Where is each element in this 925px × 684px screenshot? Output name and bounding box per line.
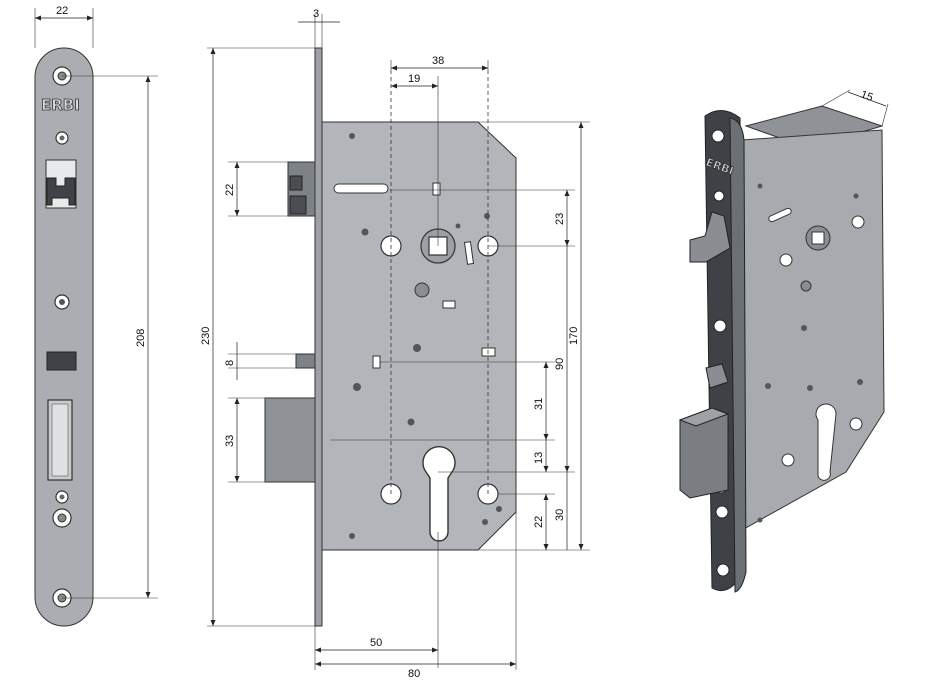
- faceplate-front-view: ERBI 22 208: [34, 5, 158, 627]
- dim-latch-height: 22: [224, 184, 236, 196]
- iso-small-bolt: [705, 363, 729, 389]
- iso-latch-bolt: [689, 211, 731, 263]
- dim-31: 31: [533, 398, 545, 410]
- dim-iso-depth: 15: [859, 89, 875, 104]
- dim-30: 30: [554, 509, 566, 521]
- dim-22-bottom: 22: [533, 516, 545, 528]
- forend-plate: [314, 47, 323, 627]
- dim-overall-height: 230: [200, 327, 212, 345]
- latch-bolt: [46, 177, 76, 206]
- lock-isometric-view: ERBI 15: [678, 89, 889, 593]
- cylinder-cutout: [422, 445, 456, 542]
- dim-screw-spacing: 208: [135, 329, 147, 347]
- iso-cylinder-cutout: [815, 403, 837, 481]
- lock-side-view: 3 230 22 8 33 19: [200, 8, 590, 680]
- dim-spindle-offset: 19: [408, 73, 420, 85]
- iso-case-body: [741, 129, 885, 531]
- dim-13: 13: [533, 452, 545, 464]
- small-bolt-side: [295, 353, 316, 369]
- dim-small-bolt-height: 8: [224, 360, 236, 366]
- screw: [414, 282, 430, 298]
- dim-faceplate-width: 22: [56, 5, 68, 17]
- small-bolt: [46, 351, 77, 371]
- slot: [333, 183, 389, 194]
- dim-hole-spacing: 38: [432, 55, 444, 67]
- dim-case-height: 170: [568, 327, 580, 345]
- dim-case-depth: 80: [408, 668, 420, 680]
- dim-spindle-to-cylinder: 90: [554, 358, 566, 370]
- dim-top-offset: 23: [554, 213, 566, 225]
- dim-backset: 50: [370, 637, 382, 649]
- deadbolt-side: [264, 397, 316, 483]
- brand-logo: ERBI: [41, 96, 80, 114]
- dim-deadbolt-height: 33: [224, 435, 236, 447]
- dim-forend-thickness: 3: [313, 8, 319, 20]
